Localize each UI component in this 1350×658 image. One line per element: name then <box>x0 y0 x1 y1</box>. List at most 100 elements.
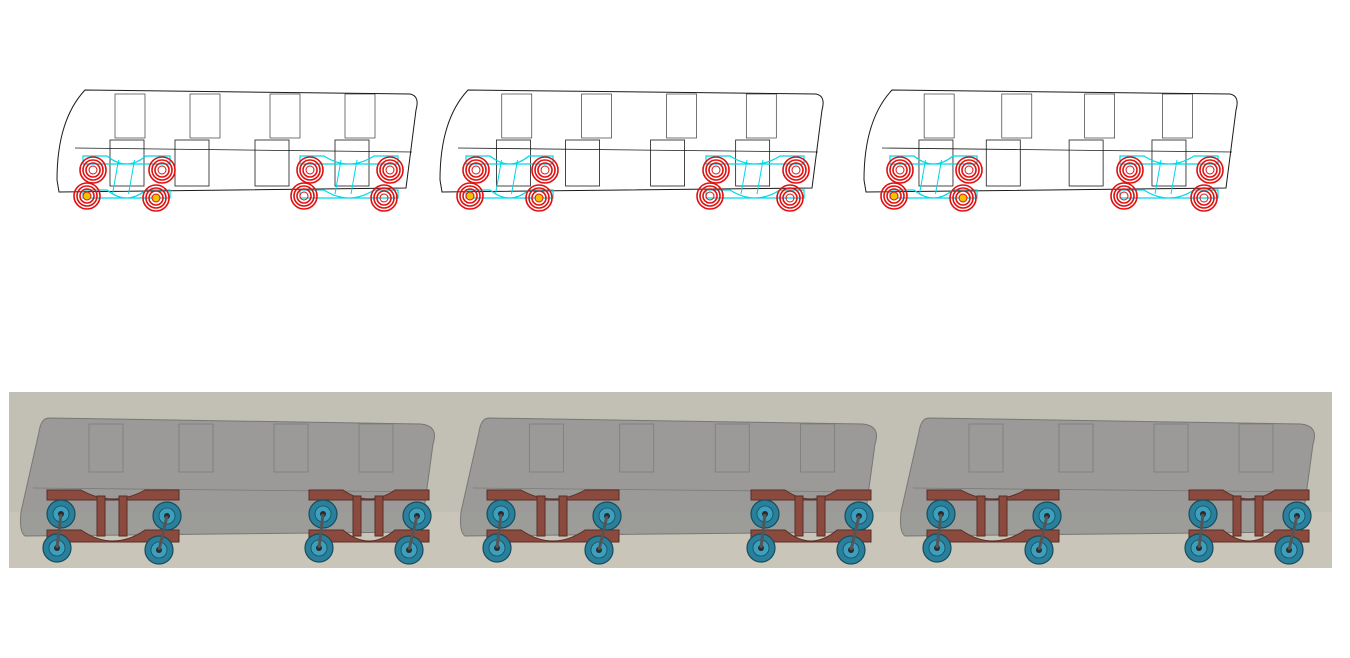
wheel-ring <box>961 162 977 178</box>
bogie-bolster <box>96 495 106 537</box>
wheel-hub <box>958 193 968 203</box>
window-4 <box>1162 93 1193 139</box>
wheel-ring <box>782 190 798 206</box>
window-1 <box>114 93 146 139</box>
wheel-ring <box>531 190 547 206</box>
wheel-ring <box>462 188 478 204</box>
wheel-1 <box>79 156 107 184</box>
wireframe-view <box>56 89 1238 212</box>
wheel-ring <box>880 182 908 210</box>
wheel-ring <box>82 159 104 181</box>
wheel-ring <box>85 162 101 178</box>
car-body <box>460 417 877 537</box>
axle <box>935 513 943 549</box>
car-waistline <box>457 147 819 153</box>
wheel-ring <box>1122 162 1138 178</box>
wheel-ring <box>1119 159 1141 181</box>
wheel-hub <box>385 165 395 175</box>
wheel-7 <box>1110 182 1138 210</box>
window-4 <box>358 423 394 473</box>
shaded-car-2 <box>460 417 877 565</box>
wheel-ring <box>1193 187 1215 209</box>
window-1 <box>968 423 1004 473</box>
wheel-hub <box>299 191 309 201</box>
wheel-ring <box>1199 159 1221 181</box>
window-2 <box>189 93 221 139</box>
wheel-ring <box>955 156 983 184</box>
wire-car-2 <box>439 89 824 212</box>
wheel-4 <box>142 184 170 212</box>
wheel-ring <box>892 162 908 178</box>
axle <box>597 515 609 551</box>
car-body-outline <box>56 89 418 193</box>
wheel-ring <box>1113 185 1135 207</box>
wheel-ring <box>705 159 727 181</box>
wheel-ring <box>293 185 315 207</box>
car-waistline <box>74 147 413 153</box>
wheel-hub <box>785 193 795 203</box>
window-4 <box>344 93 376 139</box>
wheel-ring <box>299 159 321 181</box>
axle <box>55 513 63 549</box>
wheel-ring <box>73 182 101 210</box>
bogie-bolster <box>350 159 358 195</box>
bogie-bolster <box>998 495 1008 537</box>
bogie-frame-bottom <box>750 529 872 543</box>
wheel-hub <box>157 165 167 175</box>
wire-car-1 <box>56 89 418 212</box>
window-3 <box>1153 423 1189 473</box>
car-waistline <box>912 487 1310 493</box>
shaded-view <box>9 392 1332 568</box>
bogie-frame-bottom <box>926 529 1060 543</box>
wheel-hub <box>534 193 544 203</box>
wheel-ring <box>525 184 553 212</box>
window-4 <box>745 93 777 139</box>
wheel-ring <box>955 190 971 206</box>
wheel-2 <box>955 156 983 184</box>
bogie-bolster <box>118 495 128 537</box>
bogie-frame-bottom <box>299 189 399 199</box>
wheel-ring <box>1116 188 1132 204</box>
axle <box>1197 513 1205 549</box>
wheel-8 <box>1190 184 1218 212</box>
door-1 <box>109 139 145 187</box>
wheel-ring <box>373 187 395 209</box>
axle <box>157 515 169 551</box>
wheel-ring <box>958 159 980 181</box>
wheel-ring <box>79 156 107 184</box>
car-waistline <box>472 487 872 493</box>
bogie-bolster <box>352 495 362 537</box>
wheel-hub <box>895 165 905 175</box>
wheel-hub <box>305 165 315 175</box>
axle <box>1287 515 1299 551</box>
wheel-ring <box>1196 156 1224 184</box>
bogie-bolster <box>976 495 986 537</box>
bogie-bolster <box>1232 495 1242 537</box>
bogie-bolster <box>511 159 518 195</box>
bogie-frame-bottom <box>705 189 805 199</box>
wheel-6 <box>1196 156 1224 184</box>
wheel-ring <box>1190 184 1218 212</box>
wheel-ring <box>465 159 487 181</box>
bogie-bolster <box>1254 495 1264 537</box>
wheel-8 <box>776 184 804 212</box>
wheel-7 <box>696 182 724 210</box>
wheel-ring <box>148 156 176 184</box>
bogie-bolster <box>334 159 342 195</box>
wheel-ring <box>376 190 392 206</box>
wheel-ring <box>468 162 484 178</box>
wheel-1 <box>462 156 490 184</box>
wheel-2 <box>148 156 176 184</box>
wheel-ring <box>1196 190 1212 206</box>
door-4 <box>735 139 771 187</box>
bogie-bolster <box>740 159 748 195</box>
wheel-hub <box>1199 193 1209 203</box>
window-4 <box>1238 423 1274 473</box>
window-3 <box>269 93 301 139</box>
door-2 <box>565 139 600 187</box>
bogie-frame-bottom <box>308 529 430 543</box>
axle <box>759 513 767 549</box>
wheel-ring <box>702 156 730 184</box>
wheel-3 <box>456 182 484 210</box>
